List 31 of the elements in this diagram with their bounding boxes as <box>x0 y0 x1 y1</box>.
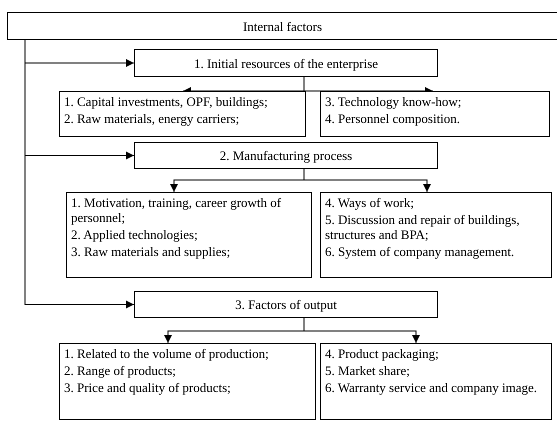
list-item: 4. Ways of work; <box>325 195 415 210</box>
arrow <box>304 168 431 192</box>
list-box <box>320 91 550 137</box>
list-item: 4. Personnel composition. <box>325 111 462 126</box>
list-item: 4. Product packaging; <box>325 346 440 361</box>
list-item: 1. Motivation, training, career growth of personnel; <box>71 195 282 225</box>
heading-box <box>134 291 438 318</box>
list-item: 5. Discussion and repair of buildings, structures and BPA; <box>325 212 521 242</box>
heading-box <box>134 49 438 77</box>
box-heading: 1. Initial resources of the enterprise <box>194 56 378 70</box>
list-item: 2. Applied technologies; <box>71 227 199 242</box>
list-item: 6. Warranty service and company image. <box>325 380 538 395</box>
list-item: 1. Capital investments, OPF, buildings; <box>64 94 269 109</box>
list-box <box>59 91 306 137</box>
list-item: 3. Price and quality of products; <box>64 380 232 395</box>
list-box <box>320 343 552 420</box>
box-heading: Internal factors <box>242 18 322 34</box>
list-item: 1. Related to the volume of production; <box>64 346 270 361</box>
list-box <box>59 343 316 420</box>
list-box <box>320 192 552 278</box>
list-item: 3. Technology know-how; <box>325 94 462 109</box>
list-item: 3. Raw materials and supplies; <box>71 244 232 259</box>
list-box <box>66 192 312 278</box>
list-item: 2. Range of products; <box>64 363 177 378</box>
heading-box <box>134 142 438 169</box>
heading-box <box>7 12 557 40</box>
list-item: 5. Market share; <box>325 363 411 378</box>
box-heading: 2. Manufacturing process <box>220 148 352 163</box>
list-item: 2. Raw materials, energy carriers; <box>64 111 240 126</box>
box-heading: 3. Factors of output <box>235 297 337 312</box>
list-item: 6. System of company management. <box>325 244 516 259</box>
